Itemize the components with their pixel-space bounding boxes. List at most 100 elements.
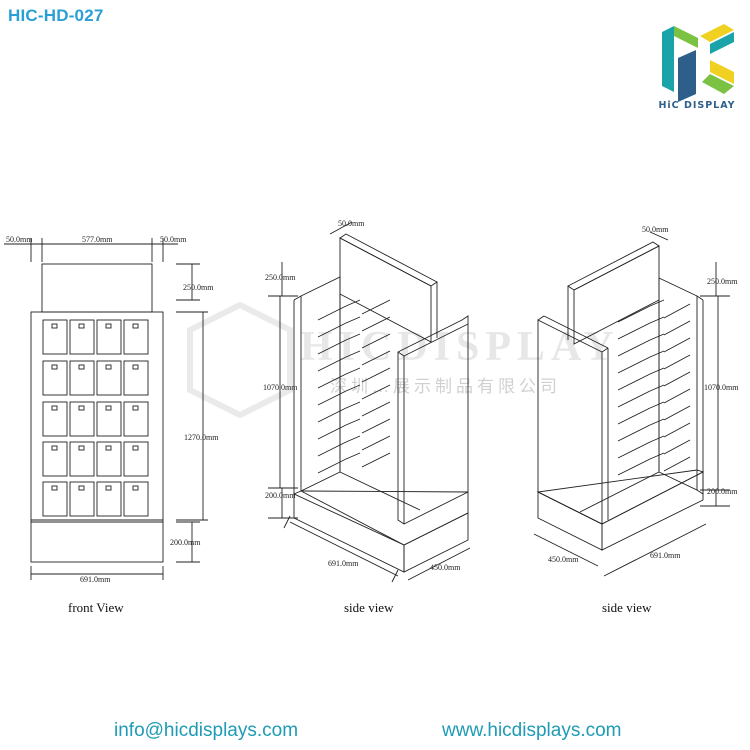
pocket-slot xyxy=(42,441,68,477)
hic-logo-icon xyxy=(662,24,734,102)
pocket-slot xyxy=(96,401,122,437)
front-view xyxy=(4,238,208,580)
pocket-slot xyxy=(96,319,122,355)
side-view-left xyxy=(268,221,471,583)
caption-side-view-right: side view xyxy=(602,600,652,615)
front-dim-total-width: 691.0mm xyxy=(80,575,111,584)
pocket-hole xyxy=(105,364,112,370)
hook-bar xyxy=(663,337,691,353)
hook-bar xyxy=(317,390,347,406)
left-dim-base-height: 200.0mm xyxy=(265,491,296,500)
pocket-slot xyxy=(123,401,149,437)
caption-front-view: front View xyxy=(68,600,124,615)
front-pocket-grid xyxy=(42,319,149,517)
pocket-hole xyxy=(51,445,58,451)
left-base-side xyxy=(403,512,469,573)
left-hook-rows xyxy=(317,299,391,474)
hook-bar xyxy=(361,435,391,451)
front-dim-header-height: 250.0mm xyxy=(183,283,214,292)
pocket-slot xyxy=(69,401,95,437)
pocket-hole xyxy=(51,323,58,329)
right-dim-panel-thickness: 50.0mm xyxy=(642,225,669,234)
right-dim-header-height: 250.0mm xyxy=(707,277,738,286)
hook-bar xyxy=(361,384,391,400)
front-dim-right-margin: 50.0mm xyxy=(160,235,187,244)
pocket-slot xyxy=(42,360,68,396)
hook-bar xyxy=(345,299,361,307)
front-dim-left-margin: 50.0mm xyxy=(6,235,33,244)
hook-bar xyxy=(317,305,347,321)
right-side-wall xyxy=(658,277,698,491)
hook-bar xyxy=(649,316,665,324)
hook-bar xyxy=(345,384,361,392)
hook-bar xyxy=(361,316,391,332)
left-dim-width: 691.0mm xyxy=(328,559,359,568)
hook-bar xyxy=(663,388,691,404)
hook-bar xyxy=(663,354,691,370)
pocket-slot xyxy=(123,481,149,517)
hook-bar xyxy=(617,458,651,476)
hook-bar xyxy=(617,339,651,357)
hook-bar xyxy=(345,435,361,443)
pocket-slot xyxy=(69,441,95,477)
hook-bar xyxy=(345,452,361,460)
pocket-slot xyxy=(69,481,95,517)
right-dim-width: 691.0mm xyxy=(650,551,681,560)
hook-bar xyxy=(649,299,665,307)
pocket-slot xyxy=(42,319,68,355)
pocket-slot xyxy=(96,481,122,517)
hook-bar xyxy=(663,303,691,319)
pocket-hole xyxy=(105,405,112,411)
pocket-slot xyxy=(42,401,68,437)
right-base-front xyxy=(601,471,704,551)
hook-bar xyxy=(345,333,361,341)
hook-bar xyxy=(317,441,347,457)
brand-name: HiC DISPLAY xyxy=(658,100,736,111)
pocket-hole xyxy=(78,405,85,411)
hook-bar xyxy=(617,373,651,391)
hook-bar xyxy=(663,456,691,472)
hook-bar xyxy=(649,452,665,460)
footer-email[interactable]: info@hicdisplays.com xyxy=(114,720,299,741)
pocket-hole xyxy=(132,485,139,491)
hook-bar xyxy=(361,401,391,417)
hook-bar xyxy=(345,367,361,375)
hook-bar xyxy=(663,422,691,438)
pocket-slot xyxy=(96,360,122,396)
hook-bar xyxy=(345,401,361,409)
front-dim-base-height: 200.0mm xyxy=(170,538,201,547)
pocket-hole xyxy=(51,485,58,491)
hook-bar xyxy=(663,320,691,336)
hook-bar xyxy=(663,371,691,387)
front-header-panel xyxy=(41,263,153,313)
hook-bar xyxy=(617,441,651,459)
pocket-hole xyxy=(105,485,112,491)
pocket-slot xyxy=(123,441,149,477)
hook-bar xyxy=(317,356,347,372)
hook-bar xyxy=(649,384,665,392)
pocket-hole xyxy=(132,364,139,370)
hook-bar xyxy=(345,350,361,358)
left-dim-body-height: 1070.0mm xyxy=(263,383,298,392)
pocket-hole xyxy=(132,323,139,329)
left-side-wall xyxy=(300,276,341,492)
hook-bar xyxy=(617,356,651,374)
hook-bar xyxy=(317,424,347,440)
hook-bar xyxy=(649,367,665,375)
pocket-hole xyxy=(78,323,85,329)
left-front-wall xyxy=(397,315,469,525)
pocket-hole xyxy=(105,445,112,451)
hook-bar xyxy=(317,322,347,338)
hook-bar xyxy=(361,367,391,383)
front-dim-inner-width: 577.0mm xyxy=(82,235,113,244)
hook-bar xyxy=(617,390,651,408)
footer-website[interactable]: www.hicdisplays.com xyxy=(442,720,622,741)
right-front-wall xyxy=(537,319,603,525)
pocket-hole xyxy=(132,405,139,411)
hook-bar xyxy=(361,418,391,434)
hook-bar xyxy=(649,350,665,358)
left-back-header xyxy=(339,237,432,343)
left-dim-header-height: 250.0mm xyxy=(265,273,296,282)
model-code-title: HIC-HD-027 xyxy=(8,6,104,25)
